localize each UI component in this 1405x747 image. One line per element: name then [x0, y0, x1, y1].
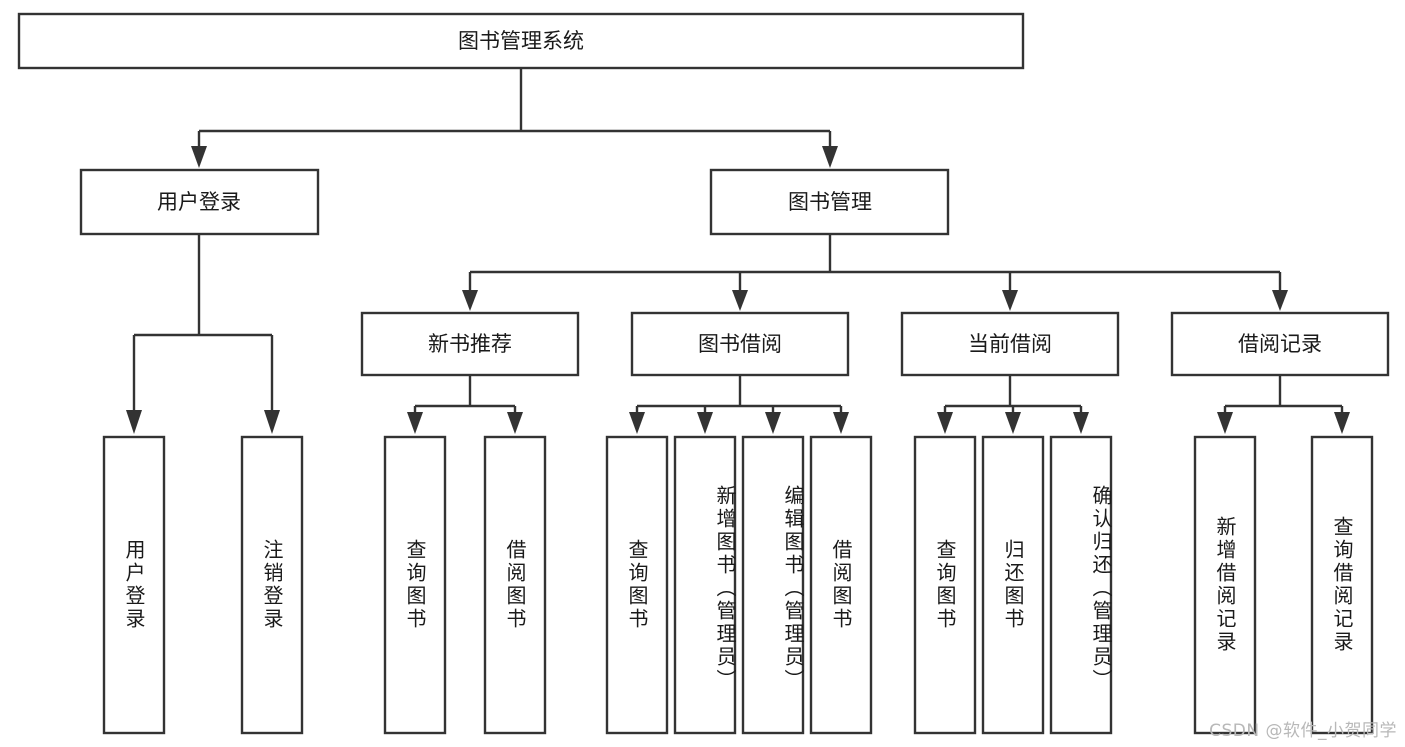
connector-group-user-login — [126, 234, 280, 434]
connector-group-current-borrow — [937, 375, 1089, 434]
node-leaf-borrow-book-2-box[interactable] — [809, 435, 873, 735]
arrow-head-leaf-add-book — [697, 412, 713, 434]
arrow-head-leaf-confirm-return — [1073, 412, 1089, 434]
node-new-book-recommend[interactable]: 新书推荐 — [360, 311, 580, 377]
node-borrow-records-label: 借阅记录 — [1238, 332, 1322, 356]
node-book-borrow-label: 图书借阅 — [698, 332, 782, 356]
connector-group-new-book-recommend — [407, 375, 523, 434]
node-new-book-recommend-label: 新书推荐 — [428, 332, 512, 356]
arrow-head-leaf-query-book-3 — [937, 412, 953, 434]
node-leaf-confirm-return-box[interactable] — [1049, 435, 1113, 735]
connector-group-book-borrow — [629, 375, 849, 434]
node-borrow-records[interactable]: 借阅记录 — [1170, 311, 1390, 377]
node-leaf-query-book-1-box[interactable] — [383, 435, 447, 735]
node-leaf-query-book-2-box[interactable] — [605, 435, 669, 735]
node-leaf-user-login-box[interactable] — [102, 435, 166, 735]
node-leaf-query-record-box[interactable] — [1310, 435, 1374, 735]
arrow-head-new-book-recommend — [462, 290, 478, 311]
node-book-borrow[interactable]: 图书借阅 — [630, 311, 850, 377]
node-current-borrow-label: 当前借阅 — [968, 332, 1052, 356]
node-root-label: 图书管理系统 — [458, 29, 584, 53]
node-leaf-edit-book-box[interactable] — [741, 435, 805, 735]
node-book-management-box[interactable] — [709, 168, 950, 236]
node-user-login-label: 用户登录 — [157, 190, 241, 214]
node-root[interactable]: 图书管理系统 — [17, 12, 1025, 70]
node-book-management[interactable]: 图书管理 — [709, 168, 950, 236]
node-current-borrow[interactable]: 当前借阅 — [900, 311, 1120, 377]
connector-group-book-management — [462, 234, 1288, 311]
node-leaf-add-book-box[interactable] — [673, 435, 737, 735]
arrow-head-current-borrow — [1002, 290, 1018, 311]
arrow-head-leaf-query-book-1 — [407, 412, 423, 434]
arrow-head-leaf-user-logout — [264, 410, 280, 434]
node-leaf-user-logout-box[interactable] — [240, 435, 304, 735]
node-leaf-add-record-box[interactable] — [1193, 435, 1257, 735]
watermark-text: CSDN @软件_小贺同学 — [1209, 721, 1397, 741]
arrow-head-book-borrow — [732, 290, 748, 311]
node-user-login[interactable]: 用户登录 — [79, 168, 320, 236]
node-root-box[interactable] — [17, 12, 1025, 70]
node-user-login-box[interactable] — [79, 168, 320, 236]
connector-group-root — [191, 68, 838, 168]
node-book-borrow-box[interactable] — [630, 311, 850, 377]
arrow-head-book-management — [822, 146, 838, 168]
node-new-book-recommend-box[interactable] — [360, 311, 580, 377]
node-book-management-label: 图书管理 — [788, 190, 872, 214]
node-leaf-query-book-3-box[interactable] — [913, 435, 977, 735]
arrow-head-leaf-add-record — [1217, 412, 1233, 434]
arrow-head-leaf-borrow-book-1 — [507, 412, 523, 434]
node-current-borrow-box[interactable] — [900, 311, 1120, 377]
arrow-head-leaf-query-record — [1334, 412, 1350, 434]
node-leaf-return-book-box[interactable] — [981, 435, 1045, 735]
node-leaf-borrow-book-1-box[interactable] — [483, 435, 547, 735]
arrow-head-leaf-return-book — [1005, 412, 1021, 434]
arrow-head-leaf-edit-book — [765, 412, 781, 434]
node-borrow-records-box[interactable] — [1170, 311, 1390, 377]
connector-group-borrow-records — [1217, 375, 1350, 434]
arrow-head-leaf-user-login — [126, 410, 142, 434]
arrow-head-leaf-borrow-book-2 — [833, 412, 849, 434]
arrow-head-user-login — [191, 146, 207, 168]
arrow-head-borrow-records — [1272, 290, 1288, 311]
arrow-head-leaf-query-book-2 — [629, 412, 645, 434]
